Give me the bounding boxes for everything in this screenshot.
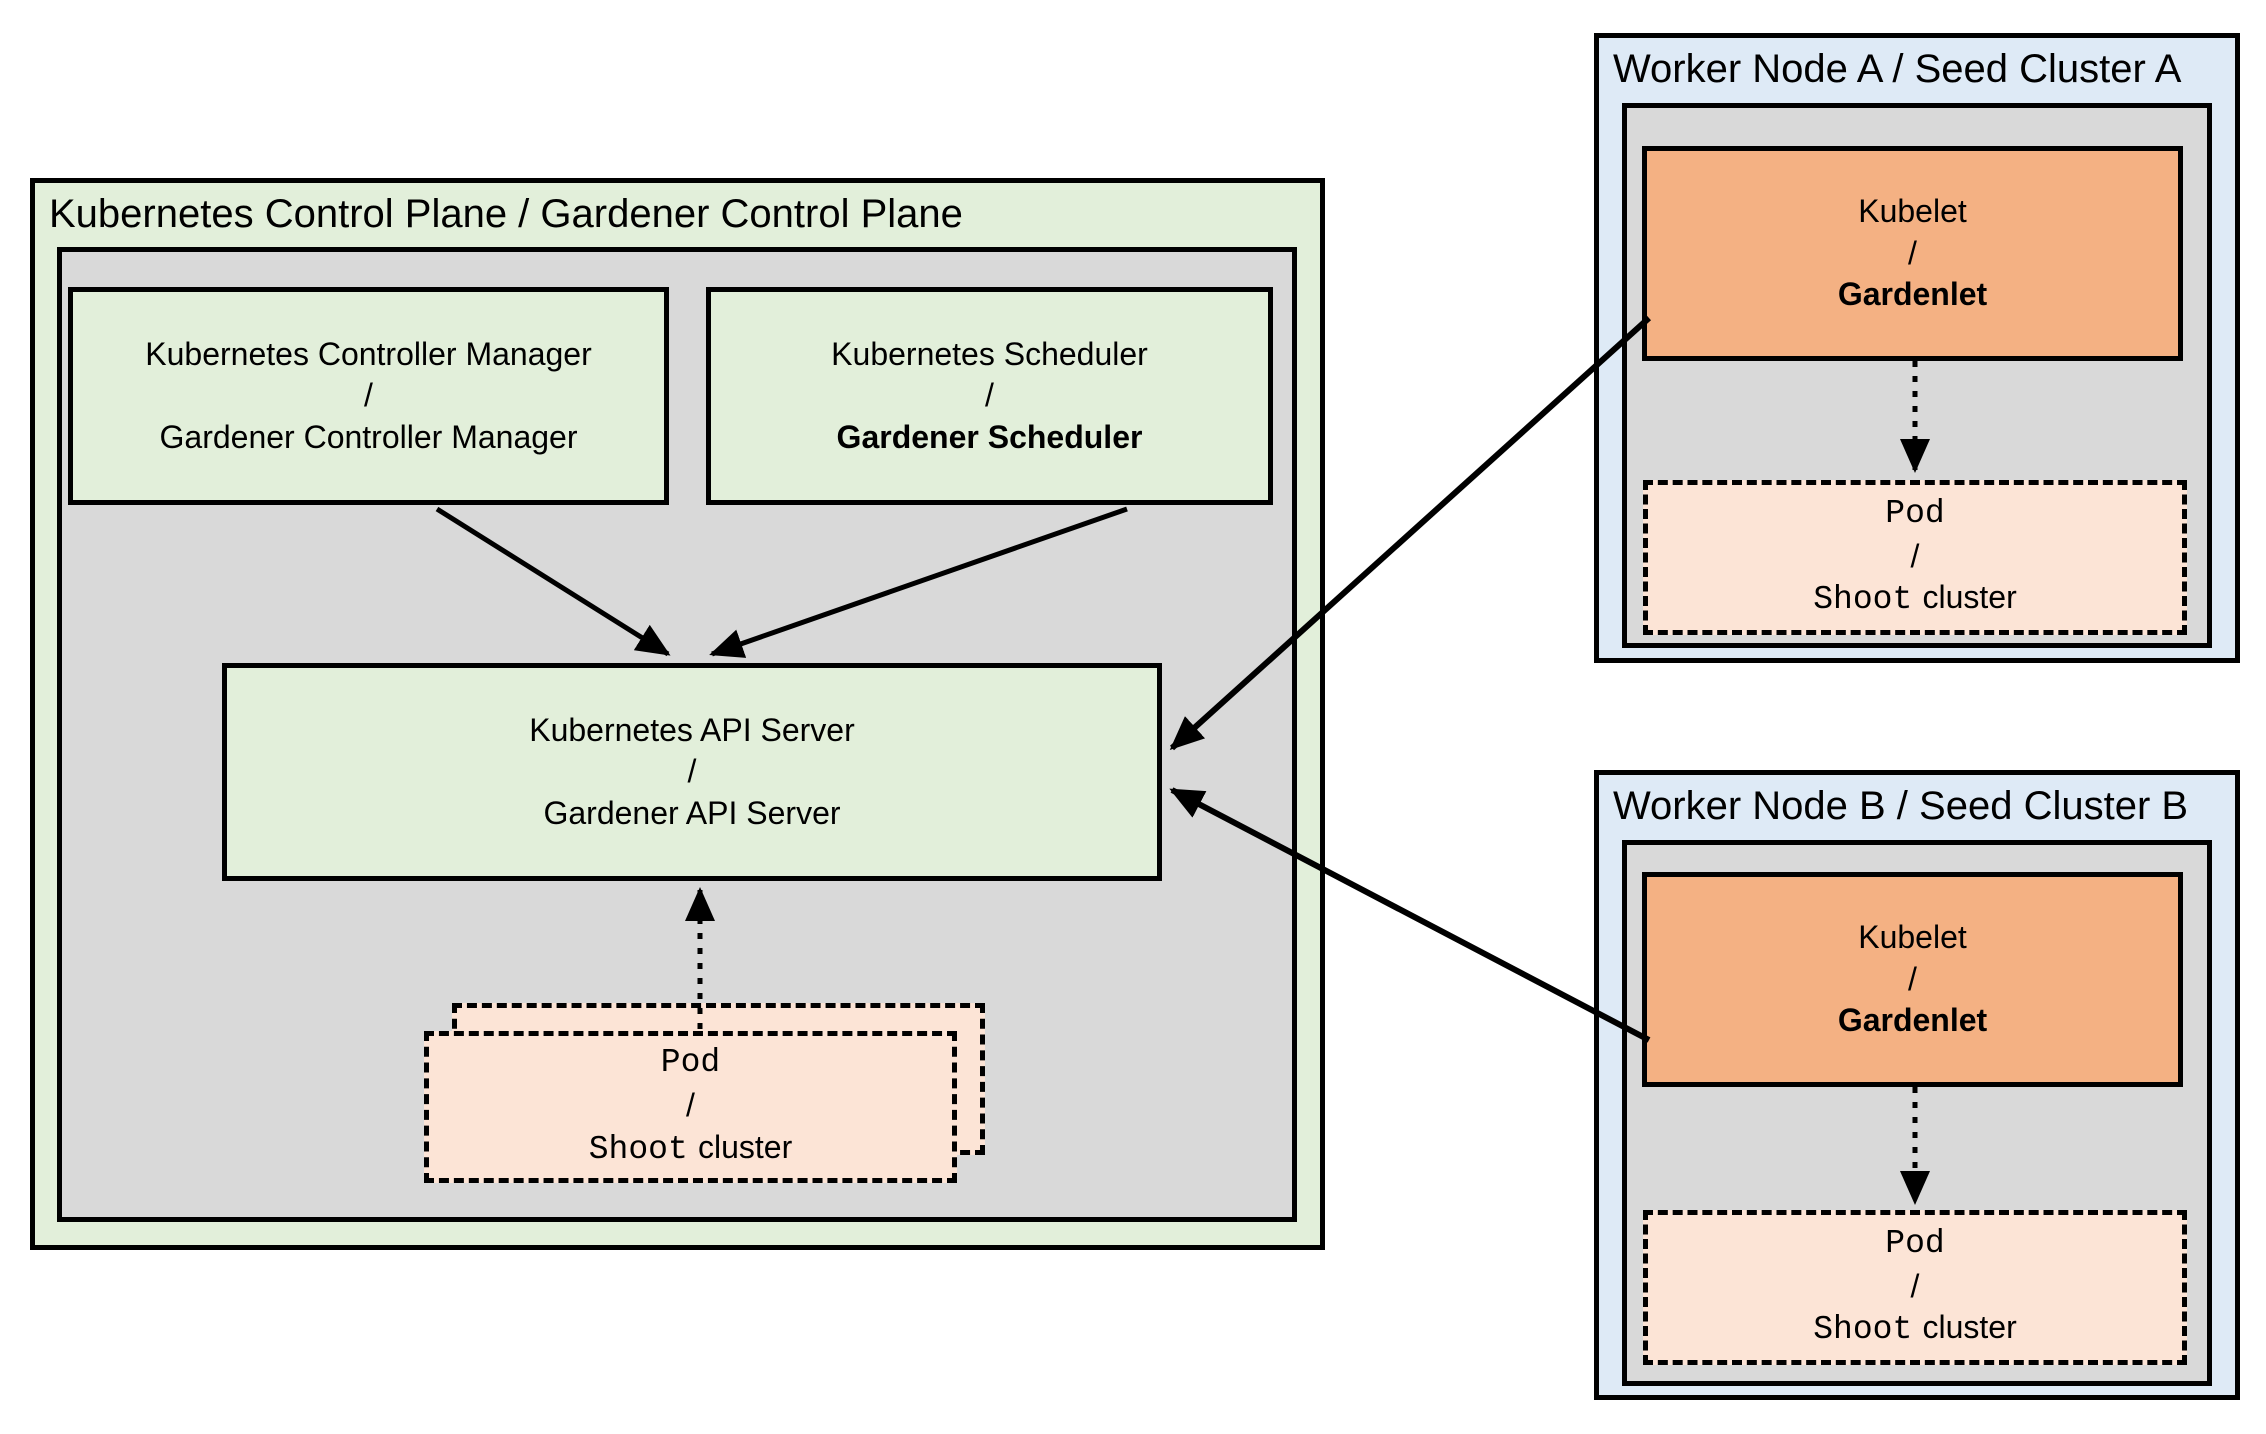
- controller-manager-label: Kubernetes Controller Manager / Gardener…: [73, 292, 664, 500]
- kubelet-a-label: Kubelet / Gardenlet: [1647, 151, 2178, 356]
- pod-b-line1: Pod: [1885, 1224, 1945, 1262]
- scheduler-box: Kubernetes Scheduler / Gardener Schedule…: [706, 287, 1273, 505]
- controller-manager-line2: Gardener Controller Manager: [159, 418, 578, 455]
- pod-line2: Shoot cluster: [589, 1127, 793, 1172]
- pod-a-line1: Pod: [1885, 494, 1945, 532]
- kubelet-a-line1: Kubelet: [1858, 193, 1967, 230]
- api-server-label: Kubernetes API Server / Gardener API Ser…: [227, 668, 1157, 876]
- scheduler-line1: Kubernetes Scheduler: [831, 335, 1148, 372]
- api-server-line2: Gardener API Server: [543, 794, 841, 831]
- worker-node-a-title: Worker Node A / Seed Cluster A: [1613, 47, 2182, 91]
- kubelet-a-box: Kubelet / Gardenlet: [1642, 146, 2183, 361]
- worker-node-b-box: Worker Node B / Seed Cluster B Kubelet /…: [1594, 770, 2240, 1400]
- api-server-box: Kubernetes API Server / Gardener API Ser…: [222, 663, 1162, 881]
- pod-a-separator: /: [1910, 537, 1920, 574]
- controller-manager-separator: /: [364, 377, 373, 414]
- api-server-line1: Kubernetes API Server: [529, 711, 855, 748]
- kubelet-a-line2: Gardenlet: [1837, 276, 1988, 313]
- scheduler-separator: /: [985, 377, 994, 414]
- scheduler-line2: Gardener Scheduler: [836, 418, 1143, 455]
- pod-a-line2-cluster: cluster: [1922, 579, 2017, 616]
- controller-manager-line1: Kubernetes Controller Manager: [145, 335, 592, 372]
- worker-node-b-title: Worker Node B / Seed Cluster B: [1613, 784, 2189, 828]
- control-plane-title: Kubernetes Control Plane / Gardener Cont…: [49, 192, 963, 236]
- api-server-separator: /: [687, 753, 697, 790]
- pod-shoot-label: Pod / Shoot cluster: [429, 1036, 952, 1178]
- pod-b-line2-cluster: cluster: [1922, 1309, 2017, 1346]
- controller-manager-box: Kubernetes Controller Manager / Gardener…: [68, 287, 669, 505]
- pod-line1: Pod: [660, 1044, 721, 1082]
- kubelet-b-box: Kubelet / Gardenlet: [1642, 872, 2183, 1087]
- control-plane-box: Kubernetes Control Plane / Gardener Cont…: [30, 178, 1325, 1250]
- worker-node-a-box: Worker Node A / Seed Cluster A Kubelet /…: [1594, 33, 2240, 663]
- pod-line2-cluster: cluster: [698, 1128, 793, 1165]
- pod-b-line2-shoot: Shoot: [1813, 1311, 1913, 1349]
- pod-b-separator: /: [1910, 1267, 1920, 1304]
- pod-line2-shoot: Shoot: [588, 1130, 688, 1168]
- kubelet-b-line1: Kubelet: [1858, 919, 1967, 956]
- pod-separator: /: [686, 1087, 695, 1124]
- pod-shoot-front-box: Pod / Shoot cluster: [424, 1031, 957, 1183]
- control-plane-inner-panel: Kubernetes Controller Manager / Gardener…: [57, 247, 1297, 1222]
- scheduler-label: Kubernetes Scheduler / Gardener Schedule…: [711, 292, 1268, 500]
- kubelet-b-line2: Gardenlet: [1837, 1002, 1988, 1039]
- kubelet-a-separator: /: [1908, 234, 1917, 271]
- pod-a-line2-shoot: Shoot: [1813, 581, 1913, 619]
- kubelet-b-label: Kubelet / Gardenlet: [1647, 877, 2178, 1082]
- kubelet-b-separator: /: [1908, 960, 1917, 997]
